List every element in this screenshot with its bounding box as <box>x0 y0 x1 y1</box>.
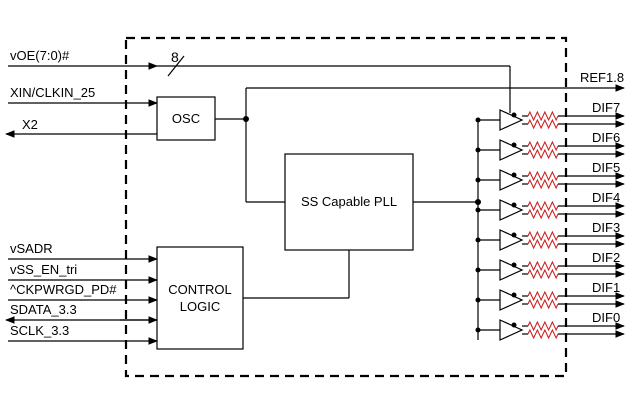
dif6-resistor-n <box>527 148 559 160</box>
dif3-label: DIF3 <box>592 220 620 235</box>
dif4-resistor-p <box>527 200 559 212</box>
dif5-resistor-n <box>527 178 559 190</box>
dif1-enable-node <box>511 292 517 298</box>
dif3-enable-node <box>511 232 517 238</box>
vss-en-label: vSS_EN_tri <box>10 262 77 277</box>
voe-label: vOE(7:0)# <box>10 48 70 63</box>
sclk-label: SCLK_3.3 <box>10 323 69 338</box>
dif2-tap-node <box>475 267 481 273</box>
dif3-buffer <box>499 229 524 251</box>
sdata-label: SDATA_3.3 <box>10 302 77 317</box>
dif6-enable-node <box>511 142 517 148</box>
dif2-resistor-n <box>527 268 559 280</box>
pll-block <box>284 153 414 251</box>
dif4-resistor-n <box>527 208 559 220</box>
dif5-buffer <box>499 169 524 191</box>
bus-width-slash <box>167 55 185 77</box>
dif5-enable-node <box>511 172 517 178</box>
dif1-resistor-n <box>527 298 559 310</box>
x2-label: X2 <box>22 117 38 132</box>
vsadr-label: vSADR <box>10 241 53 256</box>
dif0-buffer <box>499 319 524 341</box>
dif2-label: DIF2 <box>592 250 620 265</box>
dif1-buffer <box>499 289 524 311</box>
dif5-tap-node <box>475 177 481 183</box>
dif4-label: DIF4 <box>592 190 620 205</box>
dif2-resistor-p <box>527 260 559 272</box>
dif7-resistor-p <box>527 110 559 122</box>
dif6-tap-node <box>475 147 481 153</box>
dif1-resistor-p <box>527 290 559 302</box>
dif0-resistor-n <box>527 328 559 340</box>
dif7-tap-node <box>475 117 481 123</box>
dif2-buffer <box>499 259 524 281</box>
dif3-resistor-n <box>527 238 559 250</box>
dif1-label: DIF1 <box>592 280 620 295</box>
dif5-resistor-p <box>527 170 559 182</box>
dif6-resistor-p <box>527 140 559 152</box>
ref-label: REF1.8 <box>580 70 624 85</box>
pll-bus-node <box>475 199 481 205</box>
dif4-enable-node <box>511 202 517 208</box>
dif6-buffer <box>499 139 524 161</box>
pll-label: SS Capable PLL <box>301 194 397 209</box>
dif4-tap-node <box>475 207 481 213</box>
control-logic-block <box>156 246 244 350</box>
dif0-label: DIF0 <box>592 310 620 325</box>
dif3-resistor-p <box>527 230 559 242</box>
dif0-tap-node <box>475 327 481 333</box>
dif2-enable-node <box>511 262 517 268</box>
dif0-enable-node <box>511 322 517 328</box>
dif7-resistor-n <box>527 118 559 130</box>
dif7-enable-node <box>511 112 517 118</box>
dif7-label: DIF7 <box>592 100 620 115</box>
control-logic-label-line2: LOGIC <box>180 299 220 314</box>
control-logic-label-line1: CONTROL <box>168 282 232 297</box>
dif0-resistor-p <box>527 320 559 332</box>
bus-width-label: 8 <box>171 49 179 65</box>
osc-label: OSC <box>172 111 200 126</box>
chip-boundary <box>124 36 568 378</box>
dif7-buffer <box>499 109 524 131</box>
dif6-label: DIF6 <box>592 130 620 145</box>
dif4-buffer <box>499 199 524 221</box>
dif5-label: DIF5 <box>592 160 620 175</box>
ckpwrgd-label: ^CKPWRGD_PD# <box>10 282 117 297</box>
dif3-tap-node <box>475 237 481 243</box>
xin-label: XIN/CLKIN_25 <box>10 85 95 100</box>
dif1-tap-node <box>475 297 481 303</box>
